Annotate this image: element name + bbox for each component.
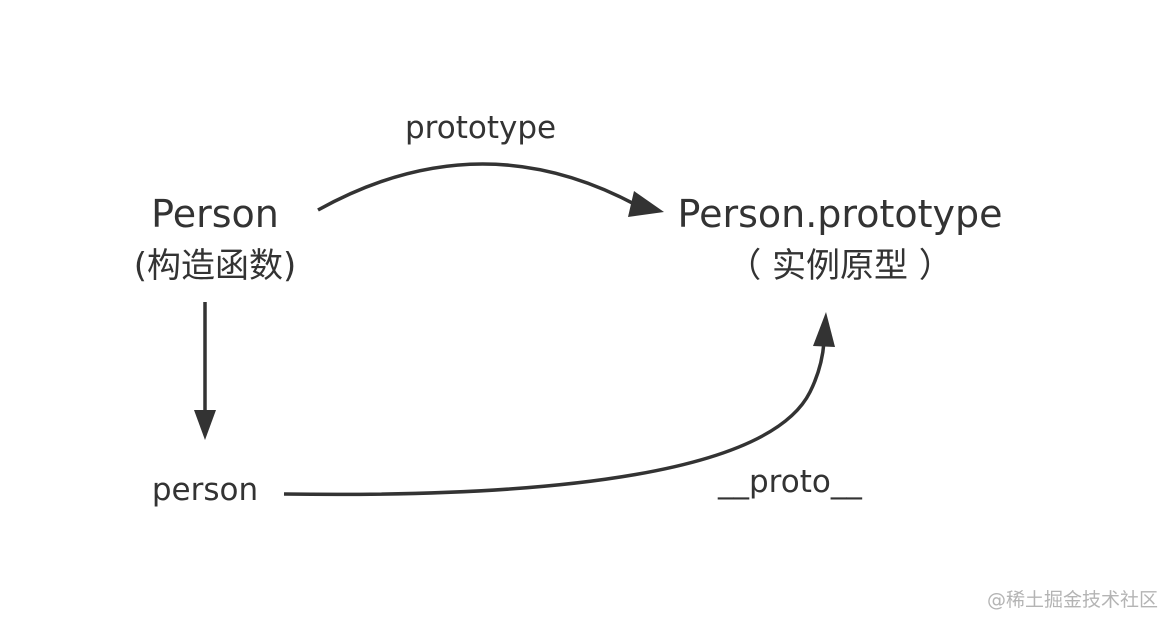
prototype-title: Person.prototype bbox=[677, 192, 1003, 236]
constructor-subtitle: (构造函数) bbox=[133, 246, 297, 286]
prototype-subtitle: （ 实例原型 ） bbox=[727, 246, 953, 286]
node-person-prototype: Person.prototype （ 实例原型 ） bbox=[655, 188, 1025, 292]
edge-prototype bbox=[317, 162, 639, 212]
edge-label-prototype: prototype bbox=[405, 110, 557, 146]
constructor-title: Person bbox=[151, 192, 279, 236]
edge-proto bbox=[283, 341, 826, 497]
edge-proto-arrowhead bbox=[813, 312, 835, 347]
watermark: @稀土掘金技术社区 bbox=[986, 589, 1158, 611]
edge-constructor-to-instance-arrowhead bbox=[194, 410, 216, 440]
edge-prototype-arrowhead bbox=[628, 191, 664, 217]
node-person-constructor: Person (构造函数) bbox=[110, 188, 320, 292]
edge-label-proto: __proto__ bbox=[718, 464, 862, 500]
node-person-instance: person bbox=[151, 472, 259, 508]
